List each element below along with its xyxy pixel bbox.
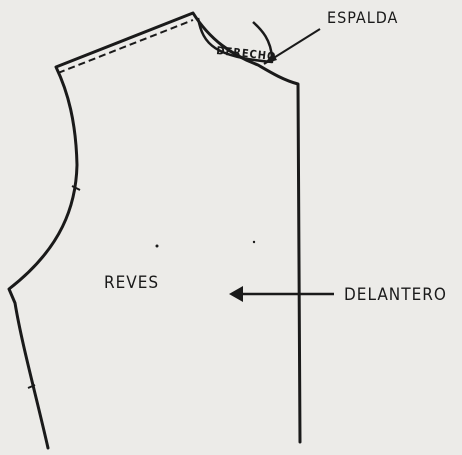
back-label: ESPALDA (327, 8, 398, 27)
shoulder-stitch-line (57, 19, 194, 74)
front-label: DELANTERO (344, 285, 447, 305)
mark-dot (252, 240, 256, 244)
back-piece-outline (196, 17, 274, 64)
side-notch (27, 384, 36, 389)
wrong-side-label: REVES (104, 273, 159, 293)
back-leader-arrowhead (264, 53, 277, 64)
armhole-notch (71, 185, 81, 191)
mark-dot (155, 244, 159, 248)
front-bodice-outline (7, 11, 302, 450)
front-arrow-head (229, 286, 243, 302)
right-side-stamp: DERECHO (216, 44, 277, 63)
